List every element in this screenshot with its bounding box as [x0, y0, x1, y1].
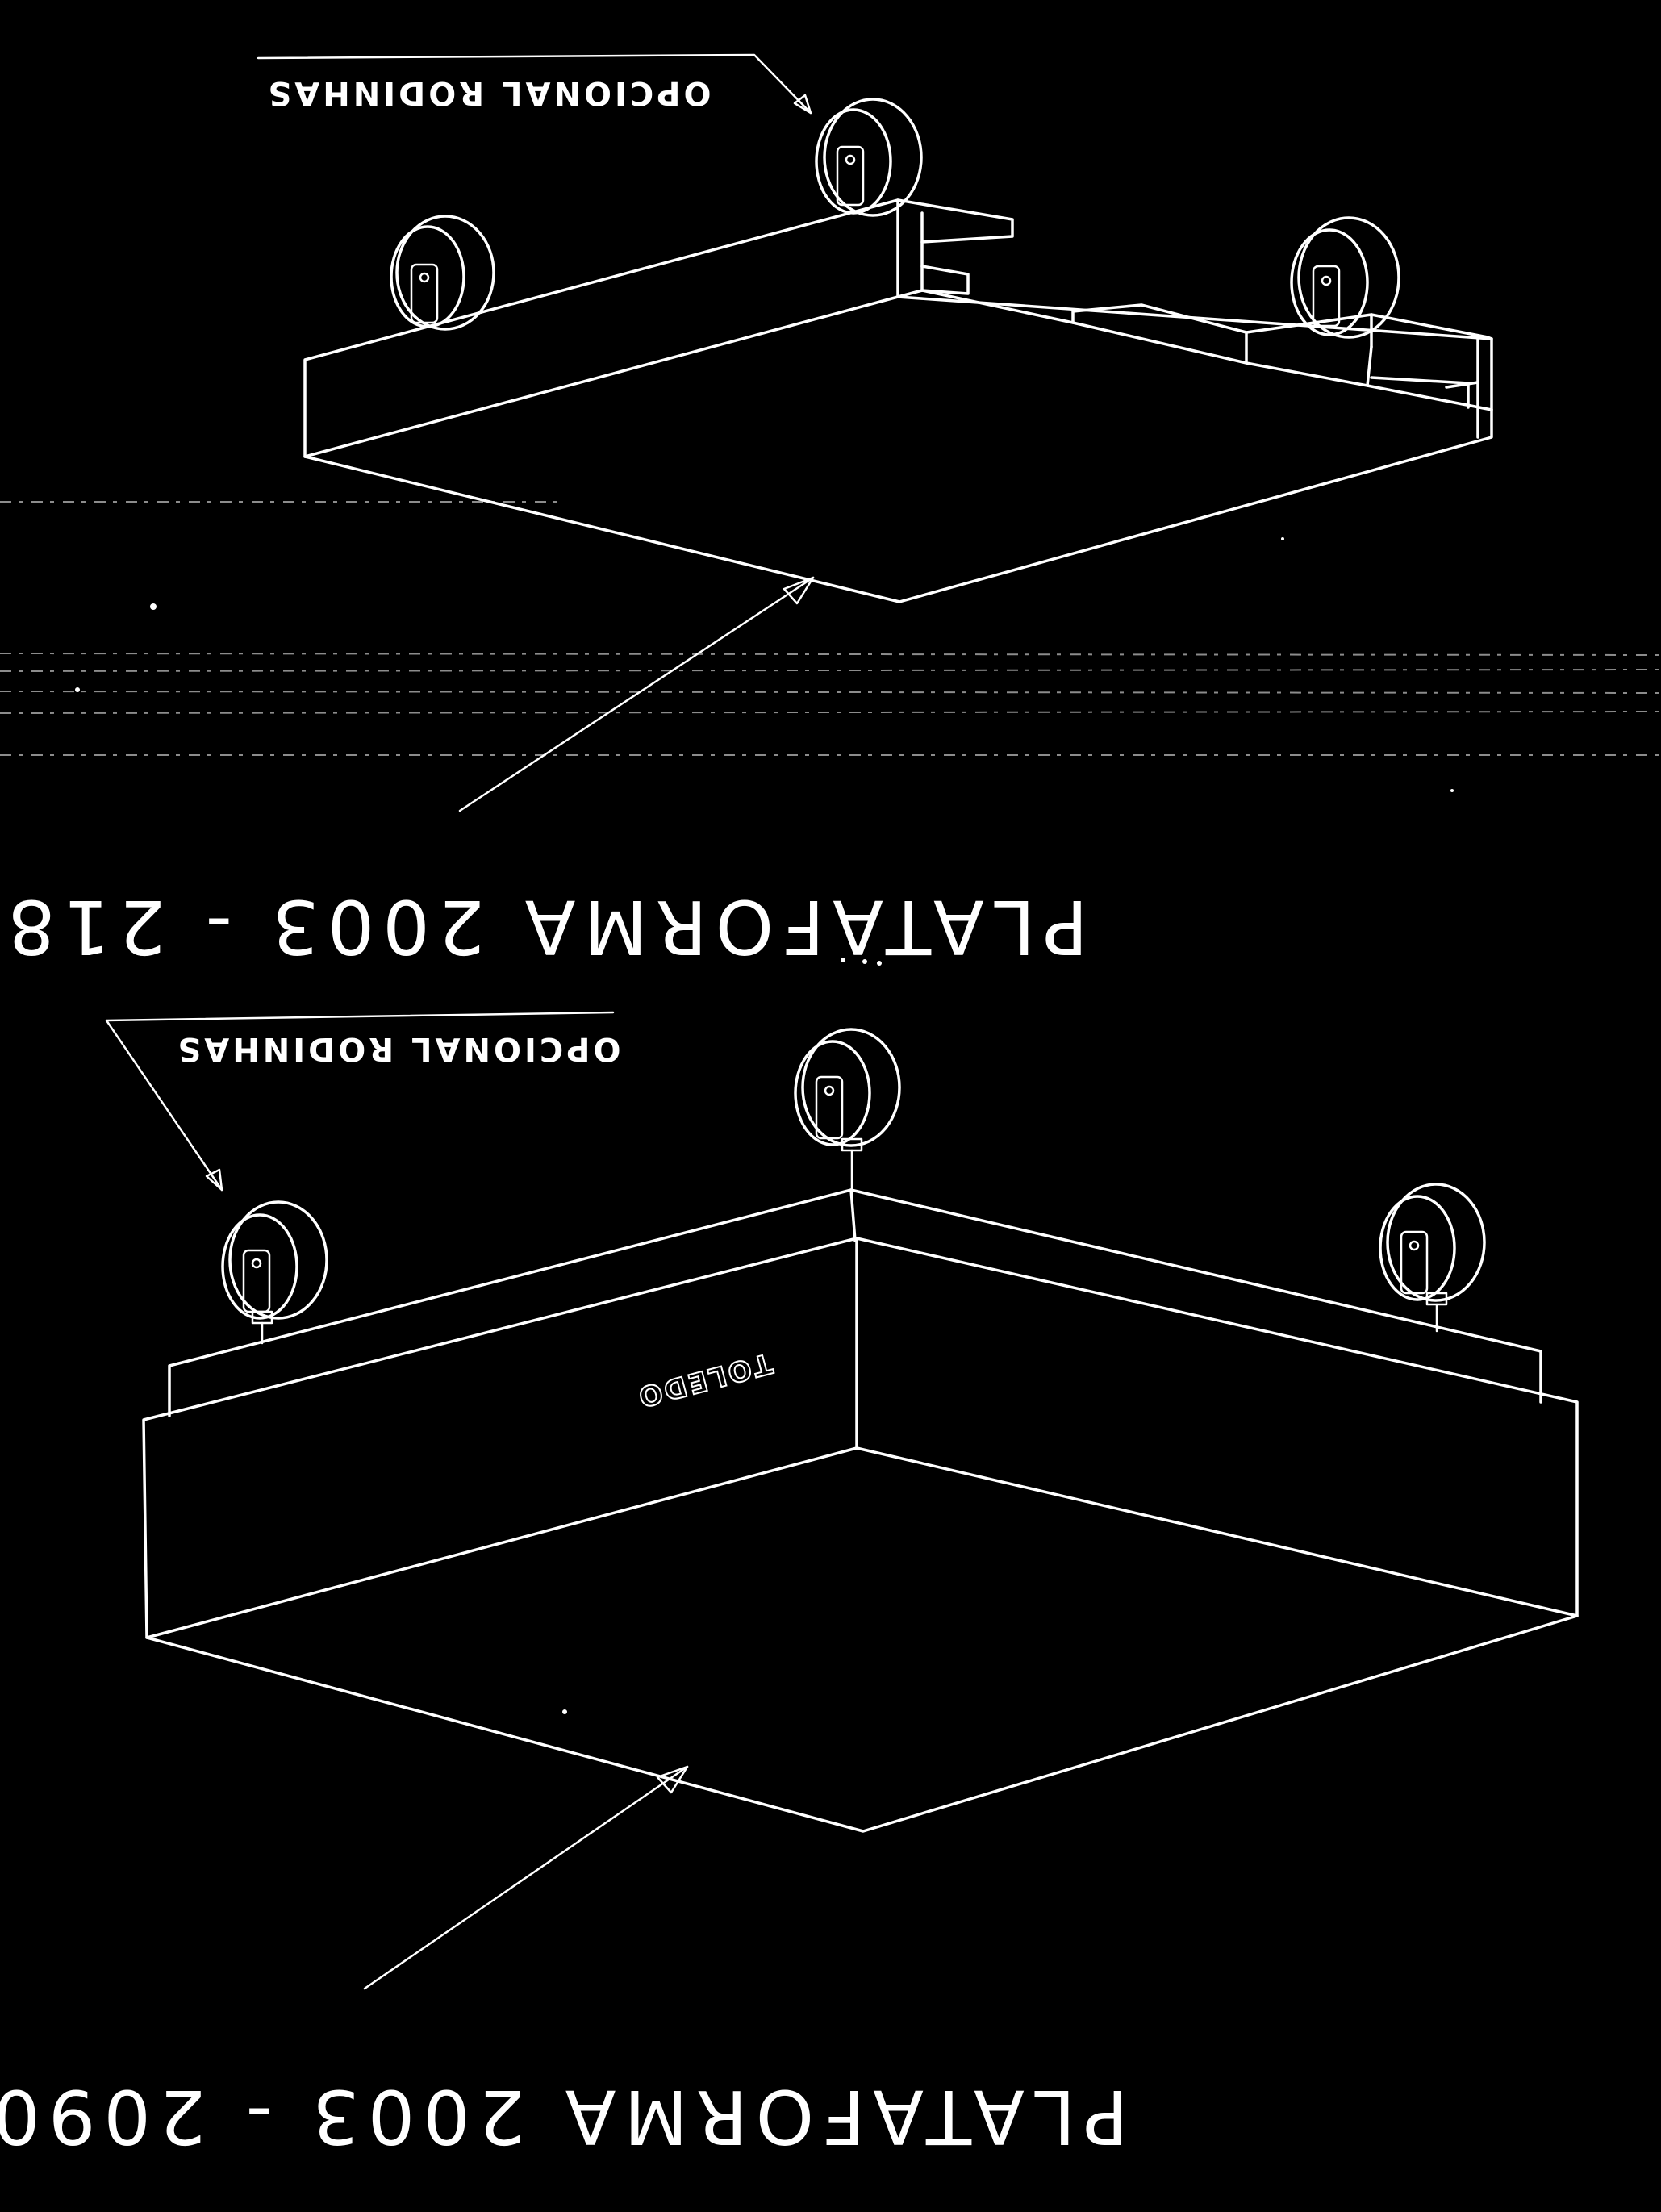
top-platform-frame: [896, 198, 1493, 439]
toledo-logo-text: TOLEDO: [633, 1346, 776, 1413]
bottom-caster-left: [221, 1200, 328, 1345]
top-caster-left: [390, 215, 495, 331]
top-callout-label-group: OPCIONAL RODINHAS: [265, 74, 711, 111]
bottom-platform-box: [142, 1237, 858, 1639]
bottom-title-group: PLATAFORMA 2003 - 2090: [0, 2073, 1129, 2160]
bottom-caster-center: [794, 1028, 901, 1194]
bottom-callout-label-group: OPCIONAL RODINHAS: [174, 1030, 620, 1067]
top-callout-label: OPCIONAL RODINHAS: [265, 74, 711, 111]
bottom-platform-lid: [168, 1188, 1542, 1417]
bottom-callout-arrows: [105, 1011, 689, 1990]
bottom-platform-bottom-face: [145, 1614, 1579, 1833]
bottom-platform-title: PLATAFORMA 2003 - 2090: [0, 2073, 1129, 2160]
bottom-platform-drawing: TOLEDO: [105, 1011, 1579, 1990]
toledo-logo: TOLEDO: [632, 1346, 777, 1414]
top-platform-box: [303, 198, 899, 458]
top-platform-title: PLATAFORMA 2003 - 2180: [0, 883, 1088, 970]
scan-noise: [0, 501, 1661, 756]
bottom-caster-right: [1379, 1183, 1486, 1333]
bottom-callout-label: OPCIONAL RODINHAS: [174, 1030, 620, 1067]
scan-specks: [75, 537, 1454, 1714]
top-caster-right: [1290, 216, 1400, 339]
top-platform-drawing: [257, 53, 1493, 812]
top-platform-bottom-face: [303, 295, 1493, 603]
top-caster-center: [815, 98, 923, 217]
top-title-group: PLATAFORMA 2003 - 2180: [0, 883, 1088, 970]
bottom-platform-right-side: [855, 1237, 1579, 1617]
top-callout-arrows: [257, 53, 815, 812]
